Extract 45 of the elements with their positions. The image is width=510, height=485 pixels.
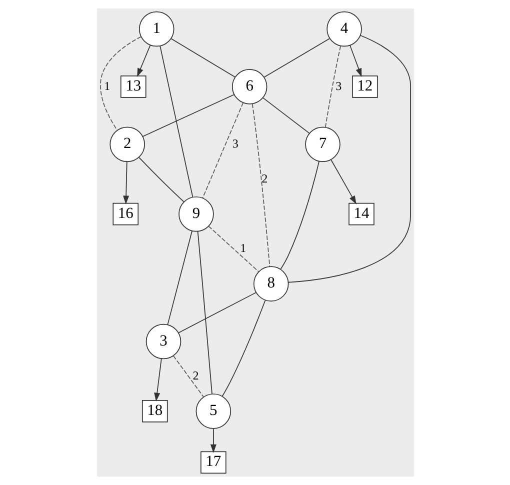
node-box: 13 <box>120 76 146 98</box>
arrow <box>210 428 216 453</box>
connector <box>159 46 193 198</box>
node-circle: 4 <box>326 11 362 47</box>
node-box: 16 <box>112 202 138 226</box>
edge-label: 3 <box>335 78 342 93</box>
node-box: 18 <box>141 400 168 422</box>
connector <box>288 34 410 283</box>
connector <box>170 38 236 78</box>
arrow <box>330 159 356 204</box>
node-circle: 9 <box>178 196 214 232</box>
connector <box>166 230 192 325</box>
arrow <box>136 44 150 77</box>
connector <box>262 97 310 134</box>
node-box: 17 <box>200 451 226 474</box>
connector <box>100 36 141 131</box>
connector <box>263 38 330 78</box>
node-box: 14 <box>348 202 374 226</box>
edge-label: 2 <box>192 368 198 383</box>
arrow <box>122 161 129 204</box>
node-circle: 1 <box>138 11 174 47</box>
connector <box>138 156 184 202</box>
arrow <box>349 45 362 77</box>
edge-label: 3 <box>232 136 238 151</box>
connector <box>196 230 212 394</box>
node-circle: 2 <box>109 126 144 162</box>
node-circle: 5 <box>195 394 231 429</box>
node-circle: 7 <box>304 126 340 162</box>
connector <box>221 300 266 397</box>
edge-label: 1 <box>240 241 246 256</box>
connector <box>280 160 319 270</box>
connector <box>172 355 204 398</box>
edge-label: 2 <box>261 171 268 186</box>
connector <box>142 94 234 137</box>
node-circle: 3 <box>145 324 181 360</box>
connector <box>178 292 256 334</box>
connector <box>251 103 270 267</box>
connector <box>324 46 341 128</box>
arrow <box>154 358 162 402</box>
node-circle: 6 <box>231 69 267 104</box>
connector <box>208 226 259 272</box>
node-circle: 8 <box>252 266 288 302</box>
node-box: 12 <box>352 76 378 98</box>
connector <box>202 102 244 198</box>
edge-label: 1 <box>104 78 110 93</box>
